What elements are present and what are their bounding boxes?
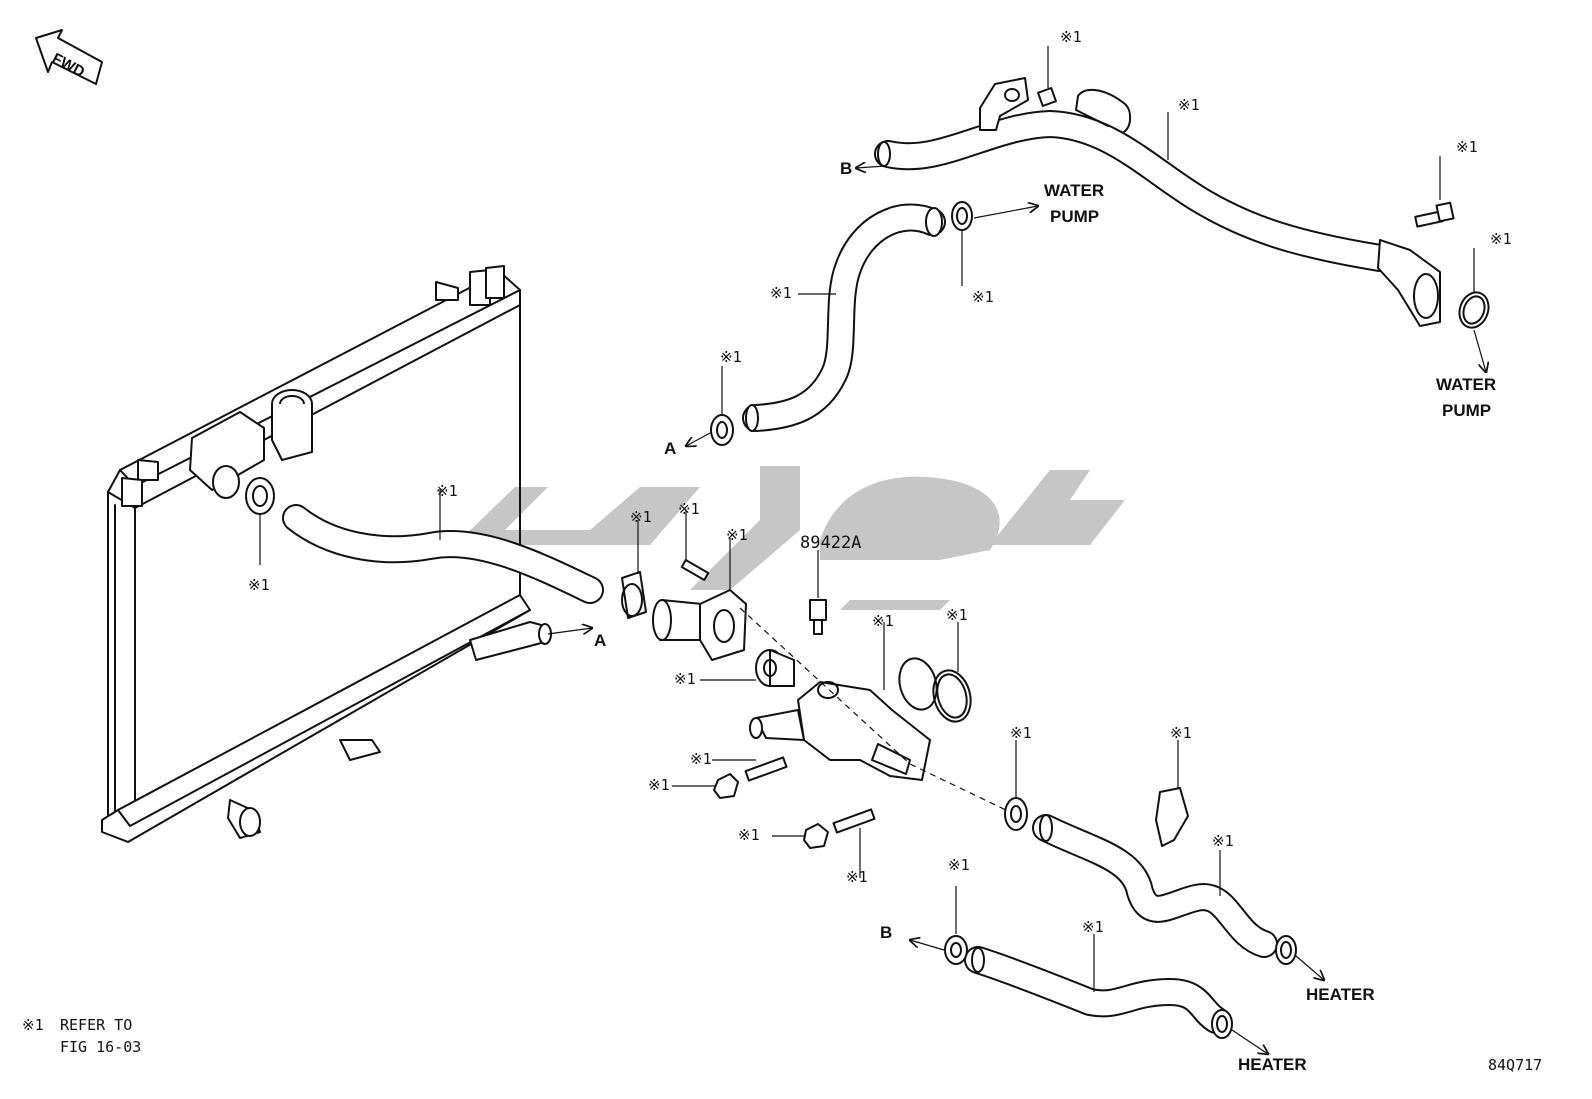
refer-mark-clamp-water-pump: ※1 bbox=[972, 288, 994, 306]
refer-mark-heater-hose-lower: ※1 bbox=[1082, 918, 1104, 936]
fwd-arrow-icon: FWD bbox=[35, 29, 103, 85]
refer-mark-thermostat-clamp: ※1 bbox=[630, 508, 652, 526]
part-number-sensor: 89422A bbox=[800, 533, 861, 553]
refer-mark-upper-hose: ※1 bbox=[436, 482, 458, 500]
water-pump-label-1-line2: PUMP bbox=[1050, 207, 1099, 226]
hose-clamp-radiator bbox=[245, 477, 275, 565]
label-a-radiator: A bbox=[594, 631, 606, 650]
hose-bracket bbox=[1155, 740, 1189, 847]
refer-mark-water-inlet: ※1 bbox=[726, 526, 748, 544]
hose-clamp-heater-upper-out bbox=[1275, 935, 1297, 965]
refer-mark-stud-a: ※1 bbox=[690, 750, 712, 768]
label-a-top: A bbox=[664, 439, 676, 458]
water-pump-pipe bbox=[874, 77, 1441, 327]
water-pump-inlet-hose bbox=[742, 203, 946, 432]
refer-mark-nut-b: ※1 bbox=[738, 826, 760, 844]
refer-mark-o-ring-pump: ※1 bbox=[1490, 230, 1512, 248]
bolt-top bbox=[1037, 46, 1057, 107]
upper-radiator-hose bbox=[282, 488, 604, 604]
heater-hose-upper bbox=[1032, 814, 1278, 958]
water-pump-label-2-line1: WATER bbox=[1436, 375, 1496, 394]
water-pump-label-2-line2: PUMP bbox=[1442, 401, 1491, 420]
footnote-line2: FIG 16-03 bbox=[60, 1038, 141, 1056]
hose-clamp-water-pump bbox=[951, 201, 973, 286]
hose-clamp-a-side bbox=[710, 366, 734, 446]
footnote: ※1 REFER TO FIG 16-03 bbox=[22, 1016, 141, 1056]
watermark-logo bbox=[455, 466, 1125, 610]
radiator bbox=[101, 265, 552, 843]
refer-mark-nut-a: ※1 bbox=[648, 776, 670, 794]
refer-mark-flange-bolt: ※1 bbox=[1456, 138, 1478, 156]
label-b-heater: B bbox=[880, 923, 892, 942]
footnote-line1: REFER TO bbox=[60, 1016, 132, 1034]
refer-mark-heater-hose-upper: ※1 bbox=[1212, 832, 1234, 850]
thermostat-group bbox=[621, 510, 972, 878]
refer-marks: ※1 ※1 ※1 ※1 ※1 ※1 ※1 ※1 ※1 ※1 ※1 ※1 8942… bbox=[248, 28, 1512, 936]
refer-mark-clamp-a: ※1 bbox=[720, 348, 742, 366]
o-ring-water-pump bbox=[1458, 248, 1490, 329]
hose-clamp-heater-lower-out bbox=[1211, 1009, 1233, 1039]
heater-label-upper: HEATER bbox=[1306, 985, 1375, 1004]
refer-mark-stud-b: ※1 bbox=[846, 868, 868, 886]
bolt-water-pump-flange bbox=[1414, 156, 1455, 228]
refer-mark-housing: ※1 bbox=[872, 612, 894, 630]
hose-clamp-heater-lower-in bbox=[944, 886, 968, 965]
refer-mark-o-ring: ※1 bbox=[946, 606, 968, 624]
flow-arrows bbox=[547, 166, 1486, 1054]
water-pump-label-1-line1: WATER bbox=[1044, 181, 1104, 200]
connection-labels: B A A B bbox=[594, 159, 892, 942]
destination-labels: WATER PUMP WATER PUMP HEATER HEATER bbox=[1044, 181, 1496, 1074]
footnote-mark: ※1 bbox=[22, 1016, 44, 1034]
label-b-top: B bbox=[840, 159, 852, 178]
refer-mark-bracket: ※1 bbox=[1170, 724, 1192, 742]
refer-mark-top-bolt: ※1 bbox=[1060, 28, 1082, 46]
refer-mark-heater-clamp-a: ※1 bbox=[1010, 724, 1032, 742]
hose-clamp-heater-upper-in bbox=[1004, 740, 1028, 831]
refer-mark-thermostat: ※1 bbox=[674, 670, 696, 688]
refer-mark-water-pump-pipe: ※1 bbox=[1178, 96, 1200, 114]
refer-mark-radiator-clamp: ※1 bbox=[248, 576, 270, 594]
heater-hose-lower bbox=[964, 934, 1230, 1034]
figure-code: 84Q717 bbox=[1488, 1056, 1542, 1074]
refer-mark-inlet-hose: ※1 bbox=[770, 284, 792, 302]
refer-mark-inlet-bolt: ※1 bbox=[678, 500, 700, 518]
heater-label-lower: HEATER bbox=[1238, 1055, 1307, 1074]
refer-mark-heater-clamp-b: ※1 bbox=[948, 856, 970, 874]
